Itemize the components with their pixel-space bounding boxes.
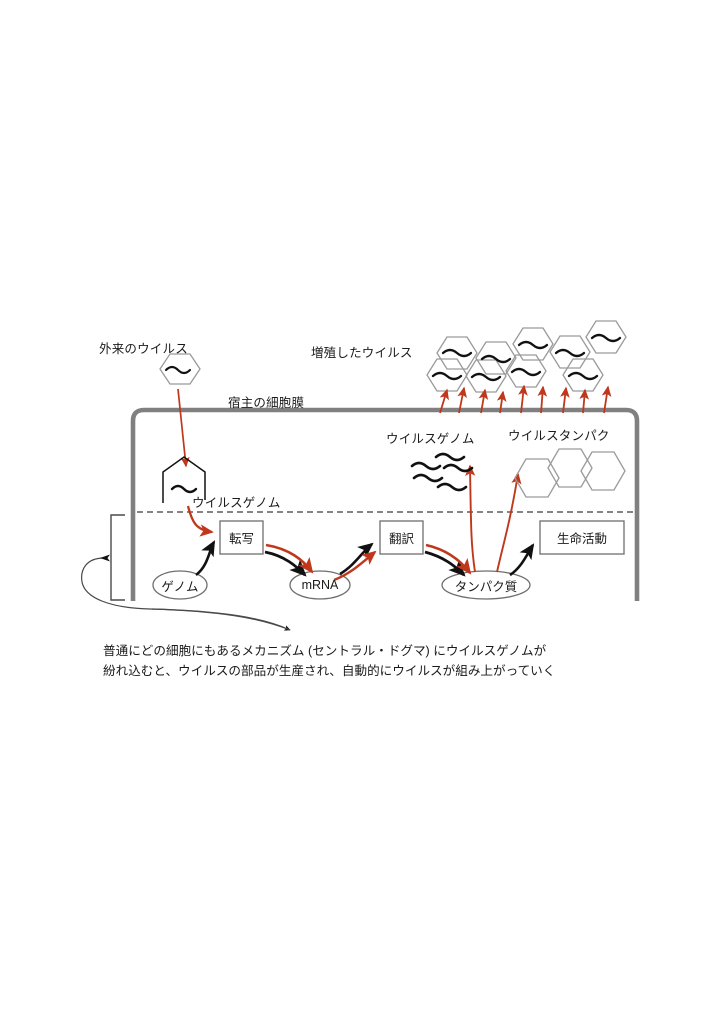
genome-to-transcription-black-arrow xyxy=(195,540,216,577)
mrna-ellipse[interactable] xyxy=(289,570,351,600)
virion-hexagon xyxy=(512,327,554,361)
bracket-arrowhead xyxy=(100,554,110,562)
genome-squiggle-icon xyxy=(470,372,502,382)
egress-arrow xyxy=(439,388,449,414)
node-label-protein: タンパク質 xyxy=(454,579,518,594)
egress-arrow xyxy=(560,386,570,414)
virus-entry-arrow xyxy=(177,388,190,468)
capsid-hexagon xyxy=(547,448,593,488)
label-viral-genome-pool: ウイルスゲノム xyxy=(386,432,475,446)
caption-line-2: 紛れ込むと、ウイルスの部品が生産され、自動的にウイルスが組み上がっていく xyxy=(103,664,556,678)
virion-egress-arrows xyxy=(439,384,612,414)
free-capsid-hexagons xyxy=(514,448,626,498)
virion-hexagon xyxy=(436,336,478,370)
virion-hexagon xyxy=(505,354,547,388)
genome-squiggle-icon xyxy=(554,348,586,358)
virion-hexagon xyxy=(585,320,627,354)
virion-hexagon xyxy=(562,358,604,392)
caption-leader-line xyxy=(81,557,291,631)
mrna-to-translation-black-arrow xyxy=(339,542,374,576)
label-viral-protein: ウイルスタンパク xyxy=(508,429,610,443)
egress-arrow xyxy=(579,388,590,414)
node-label-genome: ゲノム xyxy=(161,579,199,594)
genome-squiggle-icon xyxy=(441,348,473,358)
genome-squiggle-icon xyxy=(412,473,444,483)
protein-ellipse[interactable] xyxy=(441,570,531,600)
protein-to-life-activity-black-arrow xyxy=(509,543,535,577)
genome-squiggle-icon xyxy=(164,365,192,375)
mrna-to-translation-red-arrow xyxy=(333,550,377,582)
virion-hexagon xyxy=(549,335,591,369)
translation-box[interactable] xyxy=(379,520,424,555)
genome-squiggle-icon xyxy=(517,340,549,350)
genome-squiggle-icon xyxy=(436,482,468,492)
incoming-virus-hexagon xyxy=(159,353,201,385)
central-dogma-bracket xyxy=(110,514,125,601)
node-label-translation: 翻訳 xyxy=(388,532,414,546)
genome-squiggle-icon xyxy=(567,371,599,381)
node-label-life-activity: 生命活動 xyxy=(556,532,607,546)
capsid-hexagon xyxy=(580,451,626,491)
transcription-box[interactable] xyxy=(219,520,264,555)
capsid-hexagon xyxy=(514,458,560,498)
viral-genome-pool-squiggles xyxy=(410,452,474,492)
uncoated-capsid-shape xyxy=(162,456,206,503)
protein-to-genome-pool-arrow xyxy=(465,464,476,573)
caption-line-1: 普通にどの細胞にもあるメカニズム (セントラル・ドグマ) にウイルスゲノムが xyxy=(103,644,547,658)
host-cell-membrane-outline xyxy=(130,407,640,601)
egress-arrow xyxy=(457,386,467,414)
genome-to-transcription-arrow xyxy=(186,505,214,537)
label-incoming-virus: 外来のウイルス xyxy=(99,342,188,356)
released-genome-squiggle-icon xyxy=(170,484,198,494)
egress-arrow xyxy=(496,390,507,414)
node-label-mrna: mRNA xyxy=(301,578,339,592)
label-host-cell-membrane: 宿主の細胞膜 xyxy=(228,396,305,410)
genome-squiggle-icon xyxy=(442,463,474,473)
figure-caption: 普通にどの細胞にもあるメカニズム (セントラル・ドグマ) にウイルスゲノムが 紛… xyxy=(103,641,663,681)
protein-to-capsid-pool-arrow xyxy=(496,472,522,573)
egress-arrow xyxy=(537,385,548,414)
transcription-to-mrna-red-arrow xyxy=(265,543,314,574)
egress-arrow xyxy=(601,385,612,414)
translation-to-protein-red-arrow xyxy=(425,543,472,575)
virion-hexagon xyxy=(475,341,517,375)
egress-arrow xyxy=(478,388,489,414)
genome-squiggle-icon xyxy=(480,354,512,364)
genome-squiggle-icon xyxy=(431,371,463,381)
genome-squiggle-icon xyxy=(410,461,442,471)
life-activity-box[interactable] xyxy=(539,520,625,555)
virion-hexagon xyxy=(465,359,507,393)
genome-ellipse[interactable] xyxy=(152,570,208,600)
node-label-transcription: 転写 xyxy=(228,532,254,546)
genome-squiggle-icon xyxy=(590,333,622,343)
genome-squiggle-icon xyxy=(434,452,466,462)
label-viral-genome-inside: ウイルスゲノム xyxy=(192,496,281,510)
egress-arrow xyxy=(518,384,528,414)
label-replicated-virus: 増殖したウイルス xyxy=(311,346,413,360)
assembled-virion-cluster xyxy=(426,320,627,393)
genome-squiggle-icon xyxy=(510,367,542,377)
